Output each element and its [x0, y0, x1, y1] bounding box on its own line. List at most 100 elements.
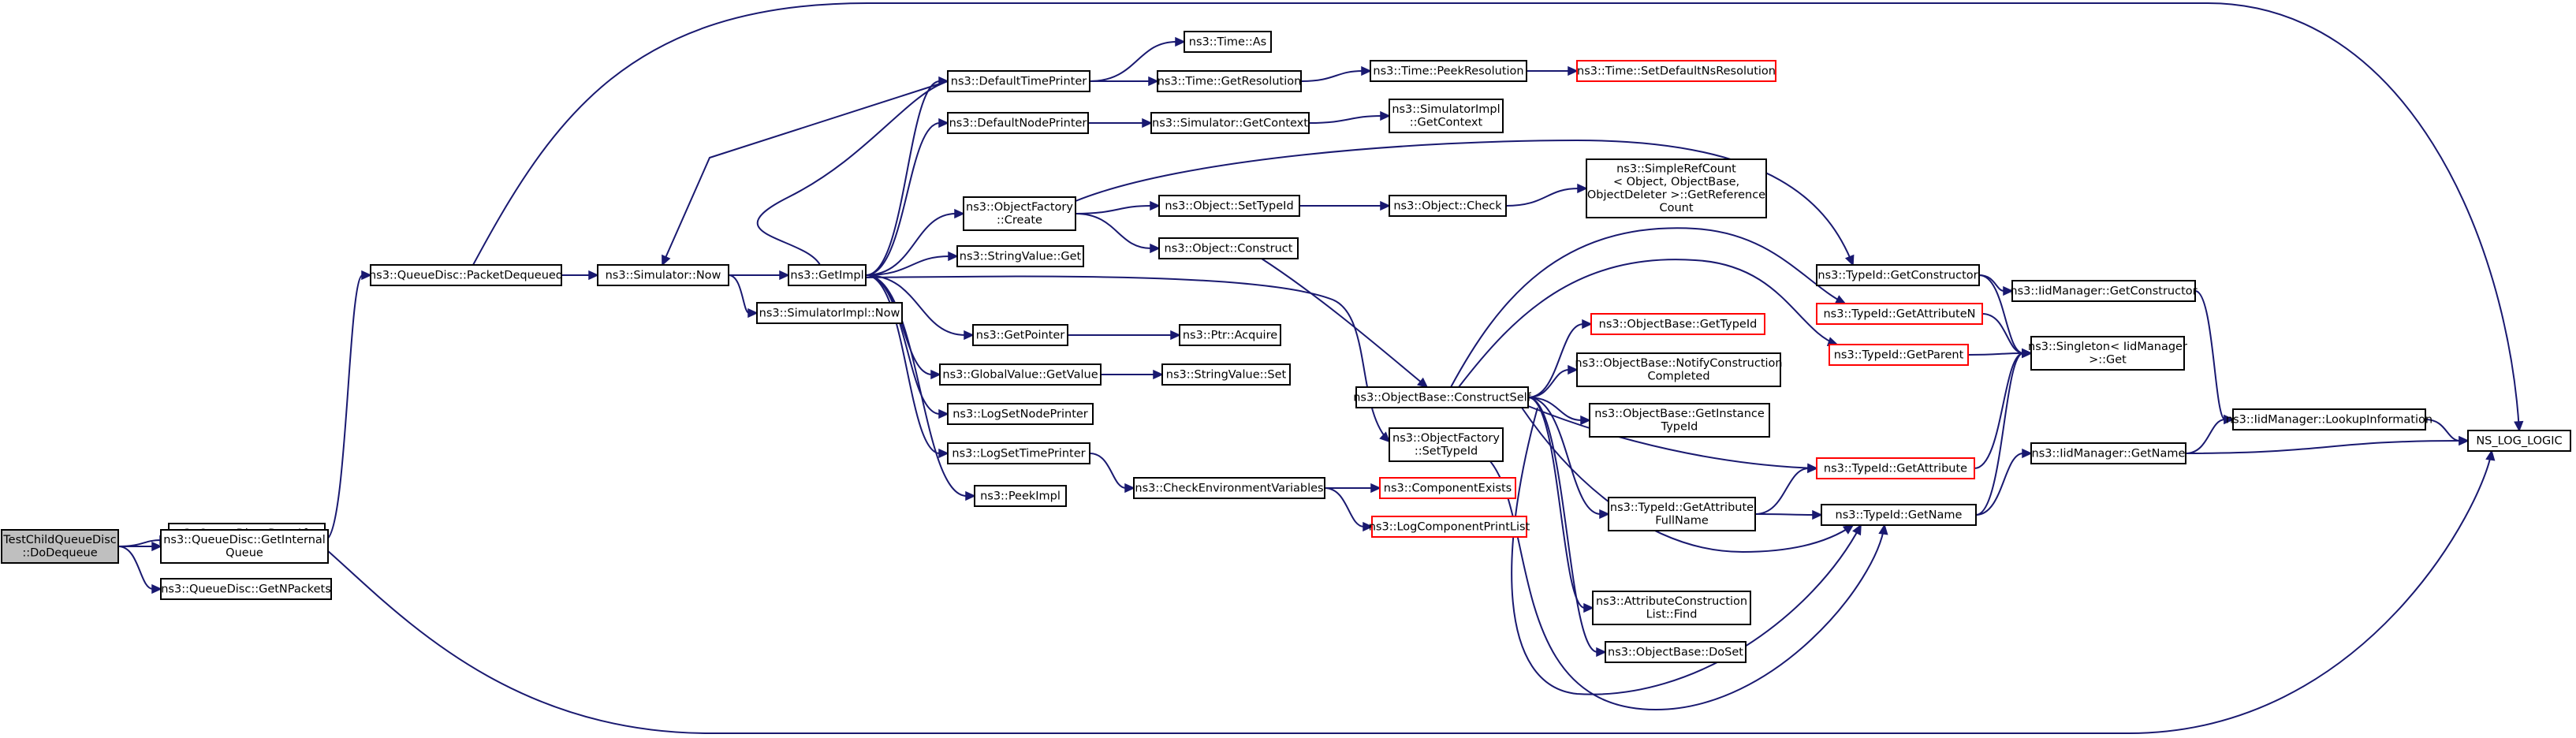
node-iidmgrlookup[interactable]: ns3::IidManager::LookupInformation — [2226, 408, 2432, 430]
node-timepeekres[interactable]: ns3::Time::PeekResolution — [1370, 60, 1527, 82]
node-box[interactable] — [2030, 442, 2186, 464]
node-box[interactable] — [947, 112, 1089, 134]
node-box[interactable] — [756, 302, 903, 324]
node-box[interactable] — [1576, 60, 1776, 82]
edge-arrowhead — [1417, 377, 1429, 389]
node-box[interactable] — [160, 529, 329, 564]
node-objfactorycreate[interactable]: ns3::ObjectFactory::Create — [963, 196, 1076, 231]
node-box[interactable] — [160, 578, 332, 600]
node-box[interactable] — [1161, 363, 1291, 386]
node-stringvalueset[interactable]: ns3::StringValue::Set — [1161, 363, 1291, 386]
node-simplerefcount[interactable]: ns3::SimpleRefCount< Object, ObjectBase,… — [1586, 158, 1767, 218]
node-box[interactable] — [1592, 591, 1751, 625]
node-simimplgetcontext[interactable]: ns3::SimulatorImpl::GetContext — [1389, 99, 1504, 133]
node-box[interactable] — [947, 70, 1090, 92]
node-box[interactable] — [1158, 195, 1300, 217]
node-box[interactable] — [972, 324, 1068, 346]
node-box[interactable] — [1608, 497, 1756, 531]
node-box[interactable] — [1389, 195, 1507, 217]
node-box[interactable] — [1389, 99, 1504, 133]
node-box[interactable] — [956, 245, 1084, 267]
node-typeidgetname[interactable]: ns3::TypeId::GetName — [1821, 504, 1977, 526]
node-componentexists[interactable]: ns3::ComponentExists — [1379, 477, 1516, 499]
node-box[interactable] — [1590, 313, 1765, 335]
node-box[interactable] — [1179, 324, 1281, 346]
node-simgetcontext[interactable]: ns3::Simulator::GetContext — [1150, 112, 1310, 134]
node-box[interactable] — [1389, 427, 1504, 462]
node-box[interactable] — [1150, 112, 1310, 134]
node-objcheck[interactable]: ns3::Object::Check — [1389, 195, 1507, 217]
node-box[interactable] — [1157, 70, 1302, 92]
node-box[interactable] — [1816, 264, 1980, 286]
node-typeidgetattr[interactable]: ns3::TypeId::GetAttribute — [1816, 457, 1975, 479]
node-getpointer[interactable]: ns3::GetPointer — [972, 324, 1068, 346]
node-box[interactable] — [1184, 31, 1272, 53]
node-globalvalueget[interactable]: ns3::GlobalValue::GetValue — [939, 363, 1102, 386]
node-box[interactable] — [1355, 386, 1529, 408]
node-objfactorysettypeid[interactable]: ns3::ObjectFactory::SetTypeId — [1389, 427, 1504, 462]
node-objbaseconstructself[interactable]: ns3::ObjectBase::ConstructSelf — [1353, 386, 1532, 408]
node-box[interactable] — [1586, 158, 1767, 218]
node-box[interactable] — [1829, 344, 1969, 366]
node-box[interactable] — [1605, 641, 1747, 663]
node-box[interactable] — [1370, 60, 1527, 82]
node-box[interactable] — [2232, 408, 2426, 430]
node-box[interactable] — [2467, 430, 2571, 452]
node-box[interactable] — [2030, 336, 2185, 371]
node-box[interactable] — [1371, 516, 1527, 538]
node-box[interactable] — [974, 485, 1067, 507]
node-timegetres[interactable]: ns3::Time::GetResolution — [1157, 70, 1302, 92]
node-box[interactable] — [1158, 237, 1299, 259]
node-defnodeprinter[interactable]: ns3::DefaultNodePrinter — [947, 112, 1089, 134]
node-box[interactable] — [1816, 303, 1983, 325]
node-getimpl[interactable]: ns3::GetImpl — [788, 264, 867, 286]
node-box[interactable] — [1379, 477, 1516, 499]
node-objbasegettypeid[interactable]: ns3::ObjectBase::GetTypeId — [1590, 313, 1765, 335]
node-box[interactable] — [1576, 352, 1781, 387]
node-objsettypeid[interactable]: ns3::Object::SetTypeId — [1158, 195, 1300, 217]
node-simnow[interactable]: ns3::Simulator::Now — [597, 264, 729, 286]
node-box[interactable] — [788, 264, 867, 286]
node-objbasedoset[interactable]: ns3::ObjectBase::DoSet — [1605, 641, 1747, 663]
node-iidmgrgetname[interactable]: ns3::IidManager::GetName — [2030, 442, 2186, 464]
node-box[interactable] — [1133, 477, 1325, 499]
node-stringvalueget[interactable]: ns3::StringValue::Get — [956, 245, 1084, 267]
node-logsettimeprinter[interactable]: ns3::LogSetTimePrinter — [947, 442, 1090, 464]
node-deftimeprinter[interactable]: ns3::DefaultTimePrinter — [947, 70, 1090, 92]
node-root[interactable]: TestChildQueueDisc::DoDequeue — [1, 529, 119, 564]
node-singletonget[interactable]: ns3::Singleton< IidManager>::Get — [2028, 336, 2187, 371]
node-peekimpl[interactable]: ns3::PeekImpl — [974, 485, 1067, 507]
node-logcomponentprintlist[interactable]: ns3::LogComponentPrintList — [1369, 516, 1530, 538]
node-box[interactable] — [947, 403, 1094, 425]
node-simimplnow[interactable]: ns3::SimulatorImpl::Now — [756, 302, 903, 324]
node-timesetdefaultns[interactable]: ns3::Time::SetDefaultNsResolution — [1576, 60, 1776, 82]
node-box[interactable] — [1, 529, 119, 564]
node-box[interactable] — [597, 264, 729, 286]
node-objbasenotify[interactable]: ns3::ObjectBase::NotifyConstructionCompl… — [1575, 352, 1783, 387]
node-box[interactable] — [963, 196, 1076, 231]
node-logsetnodeprinter[interactable]: ns3::LogSetNodePrinter — [947, 403, 1094, 425]
node-typeidgetattrn[interactable]: ns3::TypeId::GetAttributeN — [1816, 303, 1983, 325]
edge-typeidgetattrfullname-to-typeidgetname — [1754, 509, 1823, 520]
node-box[interactable] — [370, 264, 562, 286]
node-box[interactable] — [1589, 403, 1770, 438]
node-ptracquire[interactable]: ns3::Ptr::Acquire — [1179, 324, 1281, 346]
node-box[interactable] — [947, 442, 1090, 464]
node-checkenv[interactable]: ns3::CheckEnvironmentVariables — [1133, 477, 1325, 499]
node-nslog[interactable]: NS_LOG_LOGIC — [2467, 430, 2571, 452]
node-box[interactable] — [939, 363, 1102, 386]
node-box[interactable] — [1816, 457, 1975, 479]
node-typeidgetparent[interactable]: ns3::TypeId::GetParent — [1829, 344, 1969, 366]
node-box[interactable] — [1821, 504, 1977, 526]
node-typeidgetconstructor[interactable]: ns3::TypeId::GetConstructor — [1816, 264, 1980, 286]
node-packetdequeued[interactable]: ns3::QueueDisc::PacketDequeued — [369, 264, 563, 286]
node-timeas[interactable]: ns3::Time::As — [1184, 31, 1272, 53]
node-iidmgrgetconstructor[interactable]: ns3::IidManager::GetConstructor — [2010, 280, 2198, 302]
node-box[interactable] — [2011, 280, 2196, 302]
node-objconstruct[interactable]: ns3::Object::Construct — [1158, 237, 1299, 259]
node-getnpackets[interactable]: ns3::QueueDisc::GetNPackets — [160, 578, 332, 600]
